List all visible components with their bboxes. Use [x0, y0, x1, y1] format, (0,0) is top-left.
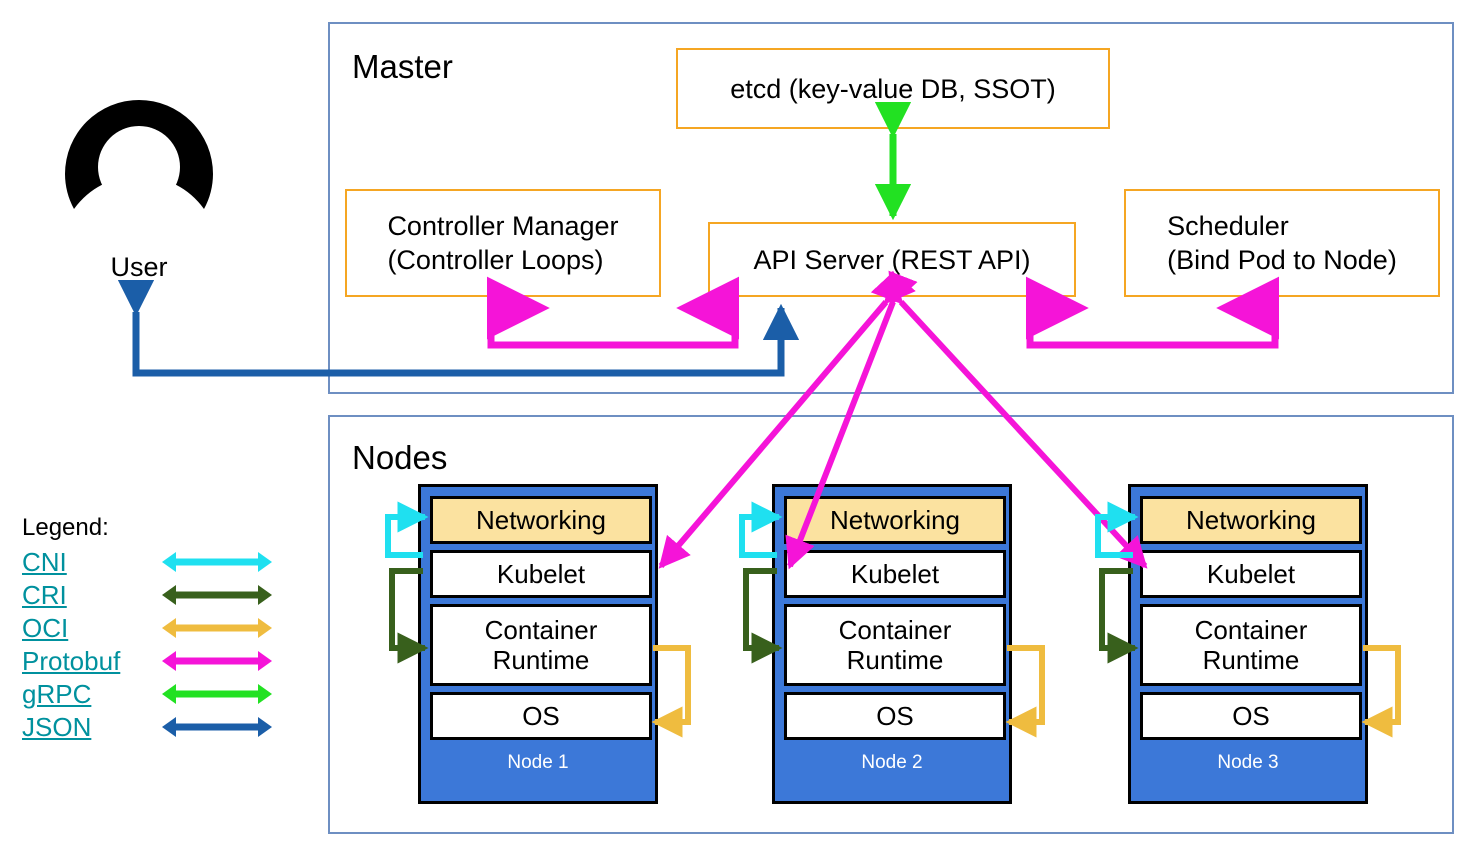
legend-row-cri[interactable]: CRI	[22, 578, 272, 611]
node-3-kubelet[interactable]: Kubelet	[1140, 550, 1362, 598]
legend-label-grpc[interactable]: gRPC	[22, 678, 92, 709]
api-server-box[interactable]: API Server (REST API)	[708, 222, 1076, 297]
node-2-os[interactable]: OS	[784, 692, 1006, 740]
node-1-networking-label: Networking	[475, 505, 607, 535]
node-2[interactable]: Networking Kubelet Container Runtime OS …	[772, 484, 1012, 804]
node-2-kubelet-label: Kubelet	[850, 559, 940, 589]
legend-row-oci[interactable]: OCI	[22, 611, 272, 644]
etcd-label: etcd (key-value DB, SSOT)	[730, 73, 1056, 104]
node-2-container-runtime[interactable]: Container Runtime	[784, 604, 1006, 686]
legend: Legend: CNI CRI OCI Protobuf	[22, 513, 272, 743]
node-2-container-runtime-line2: Runtime	[846, 645, 944, 675]
node-3-networking[interactable]: Networking	[1140, 496, 1362, 544]
scheduler-line1: Scheduler	[1167, 211, 1289, 241]
legend-title: Legend:	[22, 514, 109, 541]
legend-swatch-cri	[162, 584, 272, 605]
node-1-name: Node 1	[507, 752, 569, 773]
legend-swatch-protobuf	[162, 650, 272, 671]
node-1-container-runtime[interactable]: Container Runtime	[430, 604, 652, 686]
controller-manager-label: Controller Manager (Controller Loops)	[387, 209, 618, 277]
controller-manager-line2: (Controller Loops)	[387, 245, 604, 275]
node-3-kubelet-label: Kubelet	[1206, 559, 1296, 589]
node-3-os[interactable]: OS	[1140, 692, 1362, 740]
node-3-container-runtime-line1: Container	[1194, 615, 1308, 645]
node-3-os-label: OS	[1232, 701, 1270, 731]
node-2-name: Node 2	[861, 752, 923, 773]
node-3-container-runtime[interactable]: Container Runtime	[1140, 604, 1362, 686]
user-label: User	[110, 252, 168, 282]
node-2-networking[interactable]: Networking	[784, 496, 1006, 544]
nodes-panel-title: Nodes	[352, 439, 448, 476]
master-panel-title: Master	[352, 48, 453, 85]
node-1-kubelet-label: Kubelet	[496, 559, 586, 589]
node-3-networking-label: Networking	[1185, 505, 1317, 535]
node-2-os-label: OS	[876, 701, 914, 731]
legend-swatch-grpc	[162, 683, 272, 704]
node-1[interactable]: Networking Kubelet Container Runtime OS …	[418, 484, 658, 804]
scheduler-label: Scheduler (Bind Pod to Node)	[1167, 209, 1397, 277]
node-1-os[interactable]: OS	[430, 692, 652, 740]
legend-row-cni[interactable]: CNI	[22, 545, 272, 578]
node-2-networking-label: Networking	[829, 505, 961, 535]
legend-label-cri[interactable]: CRI	[22, 579, 67, 610]
node-1-os-label: OS	[522, 701, 560, 731]
legend-label-oci[interactable]: OCI	[22, 612, 69, 643]
legend-label-cni[interactable]: CNI	[22, 546, 67, 577]
node-1-container-runtime-line1: Container	[484, 615, 598, 645]
node-2-kubelet[interactable]: Kubelet	[784, 550, 1006, 598]
node-3-container-runtime-line2: Runtime	[1202, 645, 1300, 675]
legend-label-json[interactable]: JSON	[22, 711, 92, 742]
api-server-label: API Server (REST API)	[753, 244, 1031, 275]
legend-swatch-oci	[162, 617, 272, 638]
node-3-name: Node 3	[1217, 752, 1279, 773]
scheduler-box[interactable]: Scheduler (Bind Pod to Node)	[1124, 189, 1440, 297]
legend-row-protobuf[interactable]: Protobuf	[22, 644, 272, 677]
node-1-kubelet[interactable]: Kubelet	[430, 550, 652, 598]
legend-row-json[interactable]: JSON	[22, 710, 272, 743]
controller-manager-box[interactable]: Controller Manager (Controller Loops)	[345, 189, 661, 297]
node-3[interactable]: Networking Kubelet Container Runtime OS …	[1128, 484, 1368, 804]
scheduler-line2: (Bind Pod to Node)	[1167, 245, 1397, 275]
legend-row-grpc[interactable]: gRPC	[22, 677, 272, 710]
etcd-box[interactable]: etcd (key-value DB, SSOT)	[676, 48, 1110, 129]
node-2-container-runtime-line1: Container	[838, 615, 952, 645]
legend-swatch-json	[162, 716, 272, 737]
node-1-container-runtime-line2: Runtime	[492, 645, 590, 675]
controller-manager-line1: Controller Manager	[387, 211, 619, 241]
legend-swatch-cni	[162, 551, 272, 572]
node-1-networking[interactable]: Networking	[430, 496, 652, 544]
legend-label-protobuf[interactable]: Protobuf	[22, 645, 121, 676]
user-avatar-icon	[65, 100, 213, 209]
